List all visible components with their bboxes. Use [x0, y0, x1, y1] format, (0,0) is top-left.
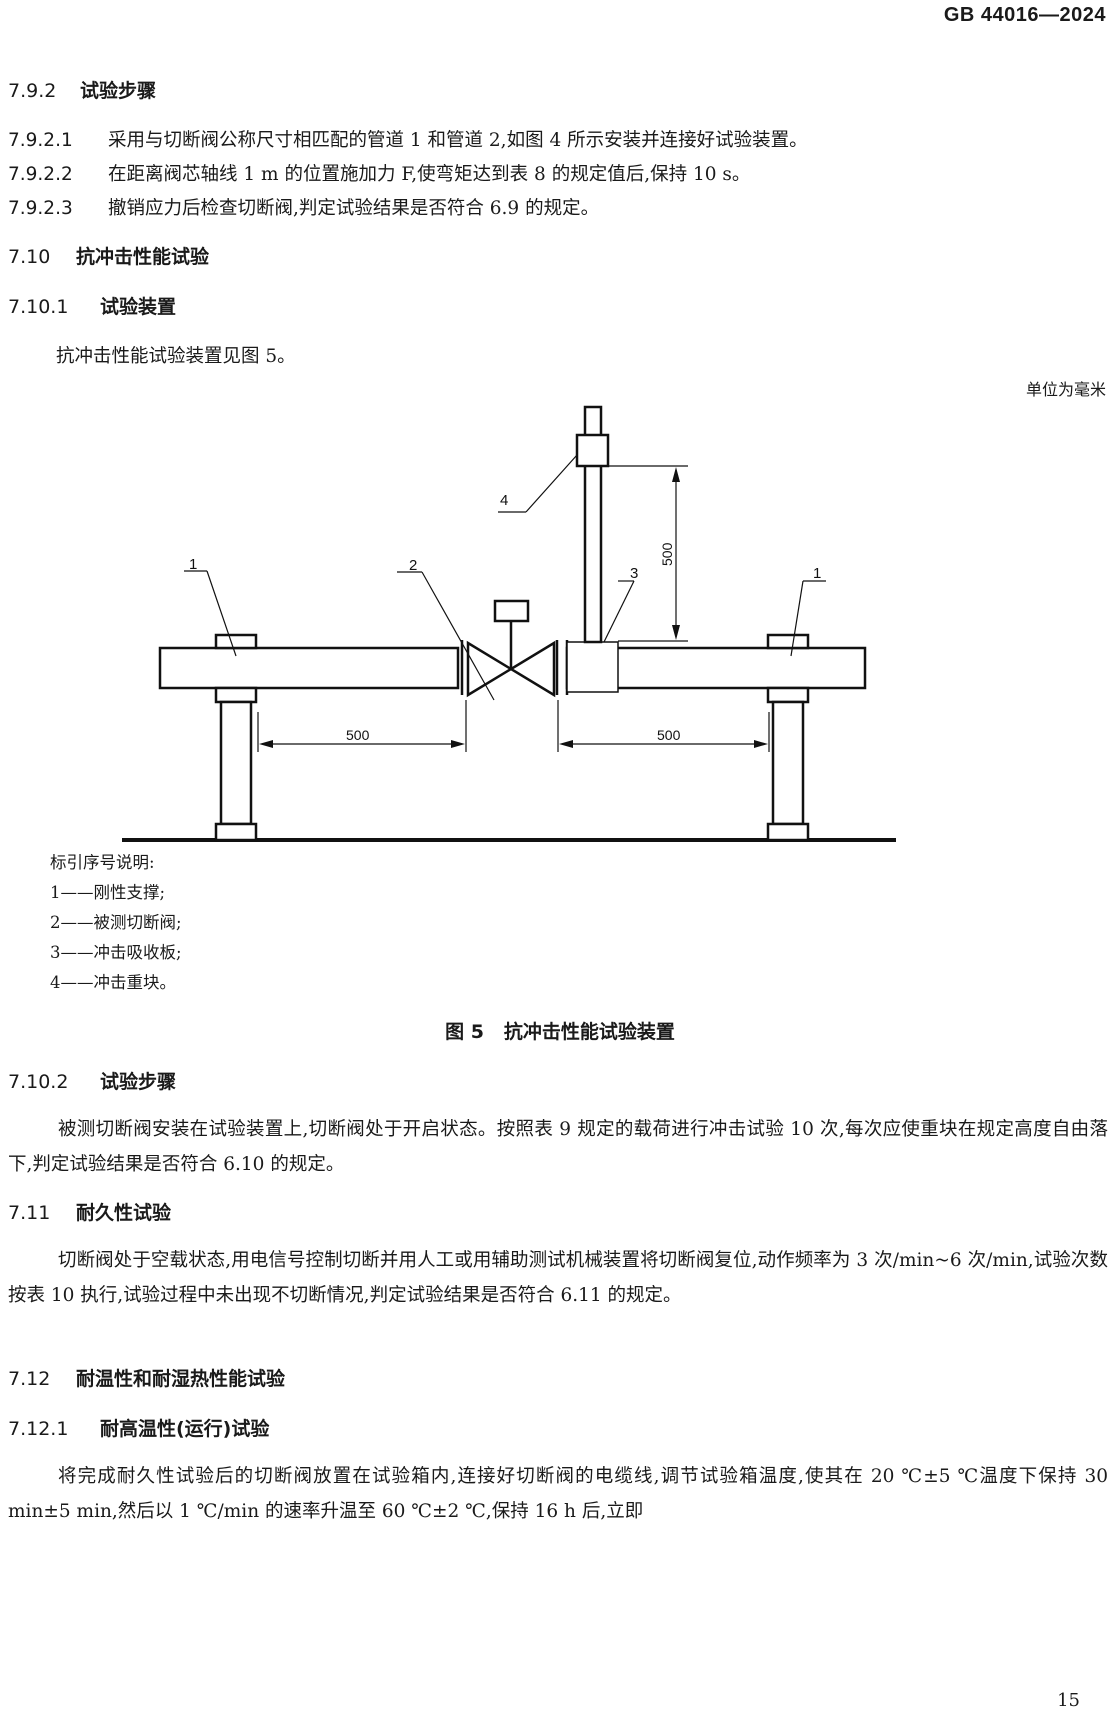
paragraph-7-10-2: 被测切断阀安装在试验装置上,切断阀处于开启状态。按照表 9 规定的载荷进行冲击试… — [8, 1119, 1108, 1175]
label-1-left: 1 — [189, 556, 197, 573]
heading-7-10-1: 7.10.1 试验装置 — [8, 292, 176, 319]
left-support-base — [214, 822, 258, 842]
heading-7-11: 7.11 耐久性试验 — [8, 1198, 171, 1225]
clause-number: 7.9.2.3 — [8, 198, 73, 219]
paragraph-7-10-1: 抗冲击性能试验装置见图 5。 — [56, 346, 296, 367]
heading-7-10: 7.10 抗冲击性能试验 — [8, 242, 209, 269]
impact-test-diagram: 1 2 3 4 1 500 500 500 — [122, 405, 896, 842]
left-pipe — [158, 646, 460, 690]
heading-7-9-2: 7.9.2 试验步骤 — [8, 76, 156, 103]
legend-item: 2——被测切断阀; — [50, 913, 182, 932]
section-number: 7.12 — [8, 1368, 51, 1390]
label-3: 3 — [630, 565, 638, 582]
section-title: 试验步骤 — [80, 80, 157, 102]
dim-right-span: 500 — [657, 727, 681, 743]
legend-title: 标引序号说明: — [50, 853, 155, 872]
clause-text: 在距离阀芯轴线 1 m 的位置施加力 F,使弯矩达到表 8 的规定值后,保持 1… — [108, 164, 751, 185]
section-title: 耐高温性(运行)试验 — [100, 1418, 270, 1440]
right-support-base — [766, 822, 810, 842]
section-number: 7.11 — [8, 1202, 51, 1224]
section-title: 试验步骤 — [100, 1071, 177, 1093]
dim-drop-height: 500 — [659, 542, 675, 566]
section-number: 7.12.1 — [8, 1418, 69, 1440]
label-1-right: 1 — [813, 565, 821, 582]
section-title: 耐久性试验 — [76, 1202, 172, 1224]
clause-7-9-2-2: 7.9.2.2 在距离阀芯轴线 1 m 的位置施加力 F,使弯矩达到表 8 的规定… — [8, 160, 750, 186]
legend-item: 4——冲击重块。 — [50, 973, 176, 992]
clause-text: 撤销应力后检查切断阀,判定试验结果是否符合 6.9 的规定。 — [108, 198, 600, 219]
figure-caption: 图 5 抗冲击性能试验装置 — [445, 1021, 675, 1043]
legend-item: 3——冲击吸收板; — [50, 943, 182, 962]
clause-7-9-2-3: 7.9.2.3 撤销应力后检查切断阀,判定试验结果是否符合 6.9 的规定。 — [8, 194, 599, 220]
right-support-column — [771, 700, 805, 826]
legend-item: 1——刚性支撑; — [50, 883, 166, 902]
right-support-clamp-top — [766, 633, 810, 650]
valve-body-right — [508, 640, 556, 698]
left-support-clamp-top — [214, 633, 258, 650]
label-4: 4 — [500, 492, 508, 509]
unit-note: 单位为毫米 — [1025, 380, 1106, 399]
heading-7-12-1: 7.12.1 耐高温性(运行)试验 — [8, 1414, 269, 1441]
section-number: 7.10.1 — [8, 296, 69, 318]
heading-7-10-2: 7.10.2 试验步骤 — [8, 1067, 176, 1094]
section-number: 7.10.2 — [8, 1071, 69, 1093]
clause-7-9-2-1: 7.9.2.1 采用与切断阀公称尺寸相匹配的管道 1 和管道 2,如图 4 所示安… — [8, 126, 808, 152]
section-number: 7.10 — [8, 246, 51, 268]
section-number: 7.9.2 — [8, 80, 57, 102]
valve-actuator — [493, 599, 530, 623]
clause-text: 采用与切断阀公称尺寸相匹配的管道 1 和管道 2,如图 4 所示安装并连接好试验… — [108, 130, 808, 151]
dim-left-span: 500 — [346, 727, 370, 743]
clause-number: 7.9.2.2 — [8, 164, 73, 185]
impact-weight — [575, 433, 610, 468]
section-title: 耐温性和耐湿热性能试验 — [76, 1368, 286, 1390]
standard-code: GB 44016—2024 — [943, 4, 1106, 26]
left-support-clamp-bottom — [214, 686, 258, 704]
clause-number: 7.9.2.1 — [8, 130, 73, 151]
right-support-clamp-bottom — [766, 686, 810, 704]
impact-absorber-plate — [566, 641, 619, 693]
label-2: 2 — [409, 557, 417, 574]
heading-7-12: 7.12 耐温性和耐湿热性能试验 — [8, 1364, 285, 1391]
valve-body-left — [466, 640, 514, 698]
figure-legend: 标引序号说明: 1——刚性支撑; 2——被测切断阀; 3——冲击吸收板; 4——… — [50, 848, 182, 998]
paragraph-7-12-1: 将完成耐久性试验后的切断阀放置在试验箱内,连接好切断阀的电缆线,调节试验箱温度,… — [8, 1466, 1108, 1522]
section-title: 试验装置 — [100, 296, 177, 318]
page-number: 15 — [1057, 1690, 1080, 1711]
left-support-column — [219, 700, 253, 826]
paragraph-7-11: 切断阀处于空载状态,用电信号控制切断并用人工或用辅助测试机械装置将切断阀复位,动… — [8, 1250, 1108, 1306]
section-title: 抗冲击性能试验 — [76, 246, 210, 268]
